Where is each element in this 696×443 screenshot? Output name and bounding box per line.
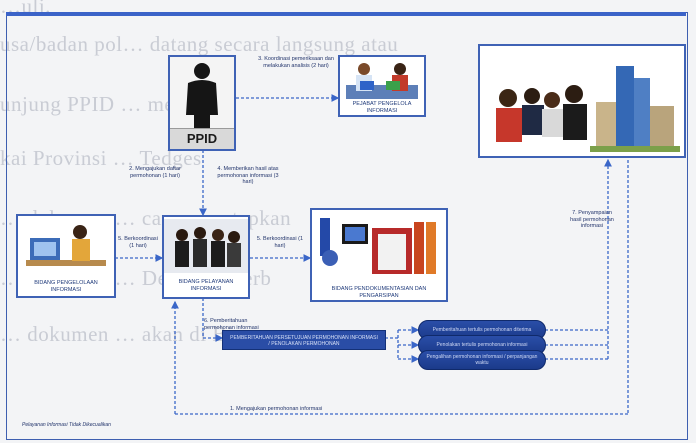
archive-computer-icon [320, 218, 436, 274]
person-silhouette-icon [186, 63, 218, 129]
background-text-line-1: usa/badan pol… datang secara langsung at… [0, 32, 399, 56]
bidang-pengelolaan-label: BIDANG PENGELOLAAN INFORMASI [34, 280, 98, 293]
background-text-line-6: … dokumen … akan di Bisan [0, 322, 263, 346]
ppid-label: PPID [170, 128, 234, 149]
diagram-top-rule [6, 12, 686, 16]
bidang-pelayanan-label: BIDANG PELAYANAN INFORMASI [178, 279, 234, 292]
step-4-note: 4. Memberikan hasil atas permohonan info… [217, 166, 279, 185]
pejabat-pengelola-label: PEJABAT PENGELOLA INFORMASI [352, 101, 412, 114]
step-2-note: 2. Mengajukan daftar permohonan (1 hari) [129, 166, 181, 179]
step-7-note: 7. Penyampaian hasil permohonan informas… [570, 210, 614, 229]
background-text-line-3: kai Provinsi … Tedges [0, 146, 202, 170]
step-1-note: 1. Mengajukan permohonan informasi [230, 406, 323, 412]
decision-bar: PEMBERITAHUAN PERSETUJUAN PERMOHONAN INF… [222, 330, 386, 350]
step-3-note: 3. Koordinasi pemeriksaan dan melakukan … [258, 56, 334, 69]
pejabat-pengelola-node: PEJABAT PENGELOLA INFORMASI [338, 55, 426, 117]
ppid-node: PPID [168, 55, 236, 151]
applicants-and-building-icon [480, 46, 684, 156]
officials-meeting-icon [346, 63, 418, 99]
bidang-pendokumentasian-label: BIDANG PENDOKUMENTASIAN DAN PENGARSIPAN [331, 286, 427, 299]
step-5b-note: 5. Berkoordinasi (1 hari) [256, 236, 304, 249]
bidang-pendokumentasian-node: BIDANG PENDOKUMENTASIAN DAN PENGARSIPAN [310, 208, 448, 302]
outcome-pill-3: Pengalihan permohonan informasi / perpan… [418, 350, 546, 370]
desk-worker-icon [26, 225, 106, 266]
step-6-note: 6. Pemberitahuan permohonan informasi [204, 318, 259, 331]
step-5a-note: 5. Berkoordinasi (1 hari) [118, 236, 158, 249]
service-team-icon [164, 219, 248, 273]
applicant-node [478, 44, 686, 158]
bidang-pengelolaan-node: BIDANG PENGELOLAAN INFORMASI [16, 214, 116, 298]
diagram-footer: Pelayanan Informasi Tidak Dikecualikan [22, 422, 111, 428]
bidang-pelayanan-node: BIDANG PELAYANAN INFORMASI [162, 215, 250, 299]
